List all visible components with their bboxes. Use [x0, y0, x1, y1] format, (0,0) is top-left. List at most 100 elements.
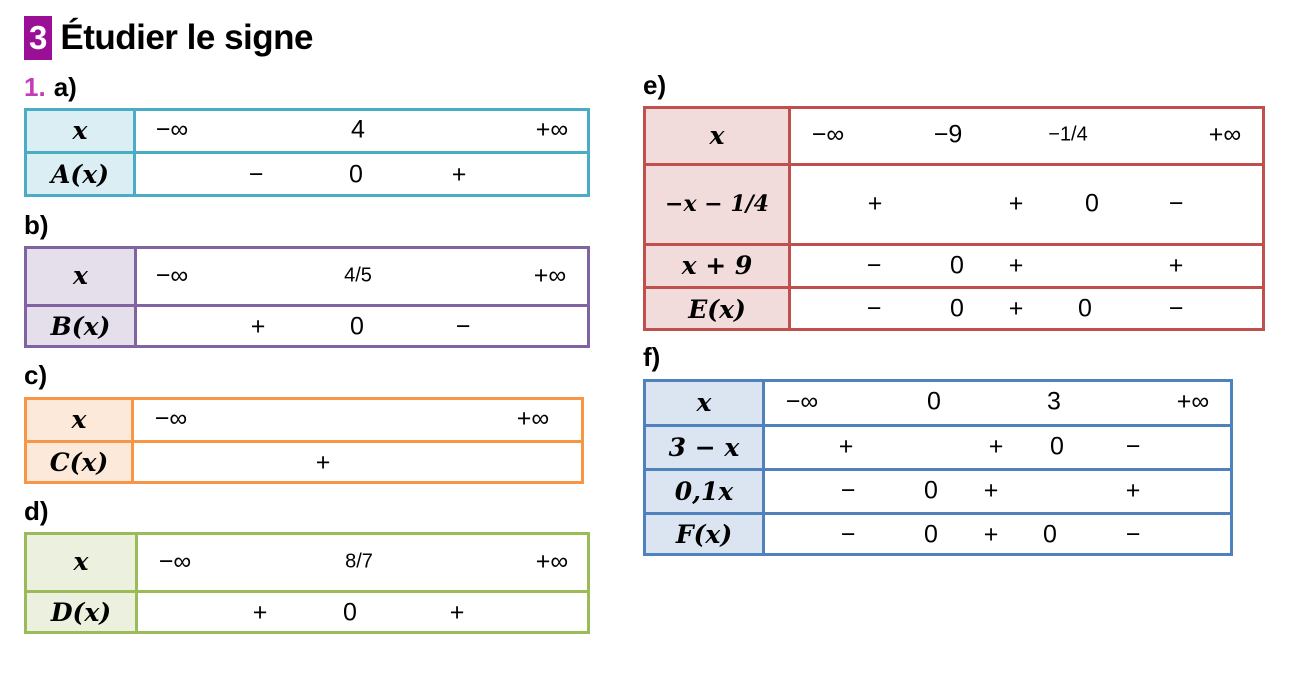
sign-value: −	[840, 520, 856, 548]
sign-value: 0	[924, 520, 938, 548]
sign-value: +	[1008, 189, 1024, 218]
sign-value: 0	[349, 160, 363, 188]
sign-table-a: x −∞ 4 +∞ A(x) − 0 +	[24, 108, 590, 197]
sign-value: 0	[1085, 189, 1099, 218]
table-letter: d)	[24, 496, 49, 526]
table-letter: f)	[643, 342, 661, 372]
column-divider	[762, 382, 765, 553]
table-letter: b)	[24, 210, 49, 240]
row-divider	[646, 163, 1262, 166]
row-label: x	[696, 387, 712, 417]
sign-value: +	[451, 160, 467, 188]
table-label-f: f)	[643, 342, 660, 373]
x-value: 4/5	[344, 264, 372, 286]
sign-value: +	[988, 432, 1004, 461]
sign-value: +	[252, 598, 268, 626]
sign-value: +	[983, 476, 999, 505]
column-divider	[134, 249, 137, 345]
x-value: −∞	[154, 404, 188, 433]
sign-value: 0	[950, 294, 964, 323]
sign-table-c: x−∞+∞C(x)+	[24, 397, 584, 484]
sign-value: −	[1125, 432, 1141, 461]
sign-value: 0	[924, 476, 938, 505]
sign-value: −	[866, 294, 882, 323]
row-label: x	[709, 120, 725, 150]
sign-value: −	[840, 476, 856, 505]
sign-value: +	[838, 432, 854, 461]
row-label: x	[73, 547, 89, 576]
x-value: 4	[351, 115, 365, 144]
row-label: F(x)	[675, 520, 733, 549]
sign-value: +	[1008, 251, 1024, 279]
header-column	[27, 249, 134, 345]
row-label: x	[73, 261, 88, 290]
x-value: −∞	[155, 115, 189, 144]
x-value: −∞	[785, 387, 819, 416]
row-label: B(x)	[50, 312, 111, 341]
x-value: +∞	[533, 261, 567, 289]
sign-value: +	[1168, 251, 1184, 279]
sign-table-b: x −∞ 4/5 +∞ B(x) +0 −	[24, 246, 590, 348]
sign-value: −	[1168, 294, 1184, 323]
row-divider	[646, 468, 1230, 471]
table-letter: c)	[24, 360, 48, 390]
sign-value: +	[867, 189, 883, 218]
row-label: x + 9	[681, 251, 753, 280]
row-divider	[27, 151, 587, 154]
row-divider	[27, 440, 581, 443]
x-value: −∞	[811, 120, 845, 149]
sign-value: +	[1008, 294, 1024, 323]
table-letter: e)	[643, 70, 667, 100]
table-label-b: b)	[24, 210, 49, 241]
exercise-title: Étudier le signe	[60, 18, 313, 57]
row-label: x	[72, 115, 88, 145]
sign-value: −	[1125, 520, 1141, 548]
x-value: −∞	[155, 261, 189, 289]
row-divider	[646, 243, 1262, 246]
row-label: A(x)	[51, 160, 109, 189]
x-value: 0	[927, 387, 941, 416]
sign-value: 0	[1078, 294, 1092, 323]
x-value: −∞	[158, 547, 192, 575]
x-value: +∞	[516, 404, 550, 433]
table-letter: a)	[53, 72, 77, 102]
sign-value: 0	[350, 312, 364, 340]
header-column	[27, 535, 135, 631]
x-value: +∞	[535, 547, 569, 575]
exercise-number-badge: 3	[24, 16, 53, 60]
header-column	[646, 109, 788, 328]
x-value: −9	[933, 120, 963, 149]
table-label-e: e)	[643, 70, 666, 101]
row-divider	[646, 512, 1230, 515]
x-value: 3	[1047, 387, 1061, 416]
sign-value: 0	[343, 598, 357, 626]
sign-value: +	[1125, 476, 1141, 505]
row-divider	[27, 590, 587, 593]
x-value: +∞	[1176, 387, 1210, 416]
row-label: D(x)	[50, 598, 112, 627]
sign-value: −	[455, 312, 471, 340]
header-column	[646, 382, 762, 553]
table-label-c: c)	[24, 360, 47, 391]
exercise-header: 3 Étudier le signe	[24, 16, 313, 60]
table-label-a: 1.a)	[24, 72, 77, 103]
sign-value: +	[250, 312, 266, 340]
sign-table-e: x−∞−9−1/4+∞−x − 1/4++0−x + 9−0++E(x)−0+0…	[643, 106, 1265, 331]
row-divider	[27, 304, 587, 307]
part-number: 1.	[24, 72, 46, 102]
sign-value: +	[449, 598, 465, 626]
row-divider	[646, 286, 1262, 289]
sign-value: −	[866, 251, 882, 279]
row-divider	[646, 424, 1230, 427]
row-label: 3 − x	[668, 432, 740, 462]
sign-value: 0	[1043, 520, 1057, 548]
table-label-d: d)	[24, 496, 49, 527]
sign-value: −	[1168, 189, 1184, 218]
row-label: C(x)	[49, 448, 109, 477]
sign-table-d: x−∞8/7+∞D(x)+0+	[24, 532, 590, 634]
column-divider	[135, 535, 138, 631]
x-value: +∞	[535, 115, 569, 144]
sign-value: −	[248, 160, 264, 188]
